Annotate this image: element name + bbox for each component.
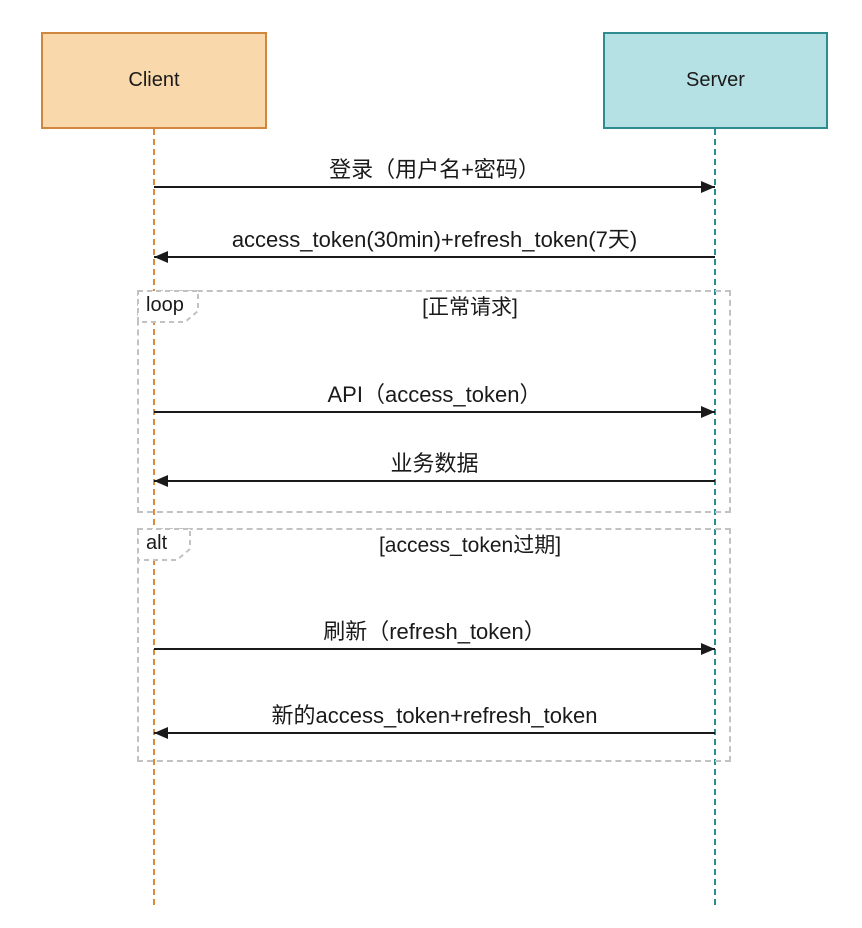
alt-operator-box: alt: [137, 528, 191, 561]
message-business-data-label: 业务数据: [390, 451, 479, 476]
participant-client: Client: [41, 32, 267, 129]
message-tokens-label: access_token(30min)+refresh_token(7天): [231, 227, 638, 252]
arrowhead-right-icon: [701, 406, 715, 418]
participant-server: Server: [603, 32, 828, 129]
client-lifeline: [153, 129, 155, 905]
message-new-tokens-label: 新的access_token+refresh_token: [271, 703, 598, 728]
loop-operator-pentagon: [137, 290, 199, 323]
loop-operator-label: loop: [146, 294, 184, 316]
message-tokens-line: [154, 256, 715, 258]
arrowhead-left-icon: [154, 251, 168, 263]
message-login-line: [154, 186, 715, 188]
message-business-data-line: [154, 480, 715, 482]
message-refresh-label: 刷新（refresh_token）: [323, 619, 546, 644]
participant-client-label: Client: [128, 69, 180, 91]
alt-frame: alt [access_token过期]: [137, 528, 731, 762]
server-lifeline: [714, 129, 716, 905]
message-login-label: 登录（用户名+密码）: [329, 157, 540, 182]
message-api-line: [154, 411, 715, 413]
message-refresh-line: [154, 648, 715, 650]
arrowhead-left-icon: [154, 727, 168, 739]
arrowhead-right-icon: [701, 643, 715, 655]
arrowhead-right-icon: [701, 181, 715, 193]
alt-operator-label: alt: [146, 532, 168, 554]
message-new-tokens-line: [154, 732, 715, 734]
message-api-label: API（access_token）: [327, 382, 542, 407]
loop-operator-box: loop: [137, 290, 199, 323]
alt-operator-pentagon: [137, 528, 191, 561]
loop-condition-label: [正常请求]: [422, 296, 518, 319]
participant-server-label: Server: [686, 69, 745, 91]
loop-frame: loop [正常请求]: [137, 290, 731, 513]
arrowhead-left-icon: [154, 475, 168, 487]
alt-condition-label: [access_token过期]: [378, 534, 562, 557]
